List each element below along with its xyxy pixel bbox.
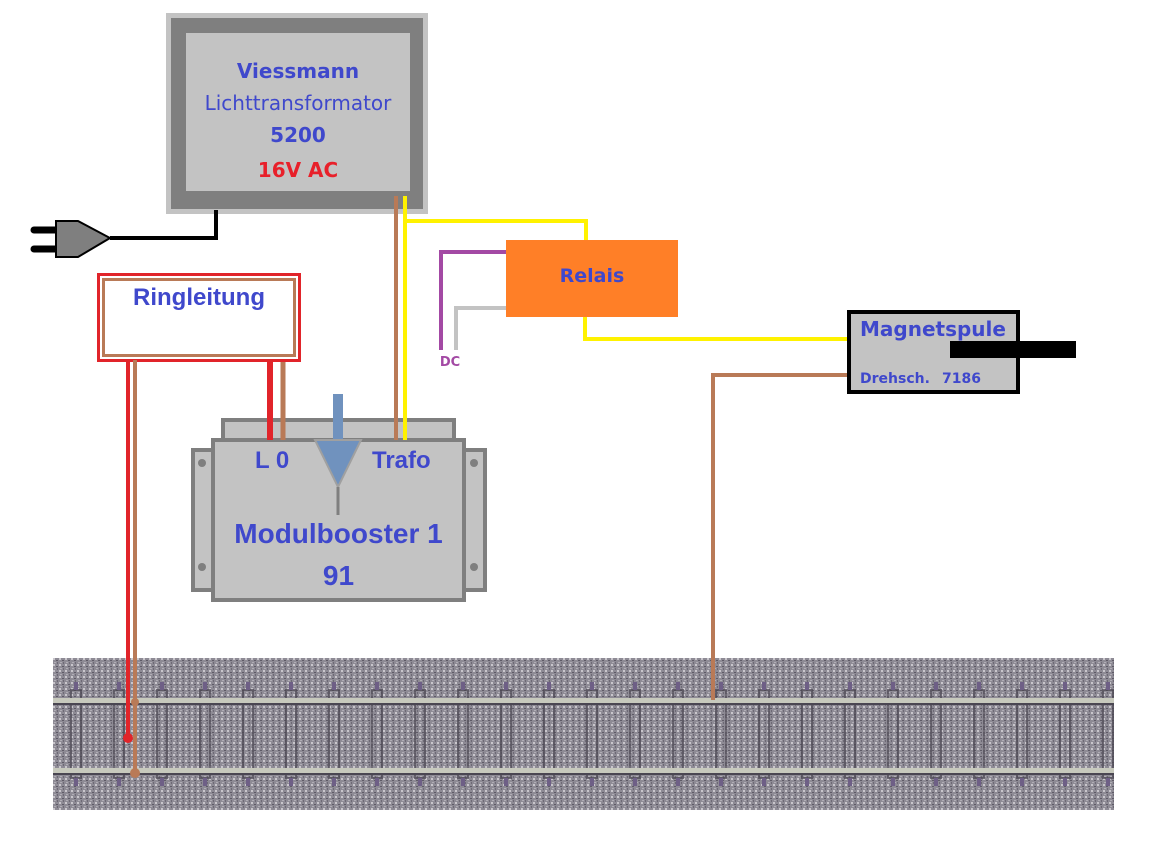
power-cable (110, 210, 218, 240)
arrow-head-icon (313, 439, 363, 490)
screw-icon (198, 563, 206, 571)
wire-yellow-relais-out (583, 310, 854, 341)
magnetspule-subtitle: Drehsch. (860, 371, 930, 387)
rail-bottom (53, 768, 1114, 773)
booster-terminal-l0: L 0 (255, 447, 290, 474)
magnetspule-number: 7186 (942, 371, 981, 387)
screw-icon (198, 459, 206, 467)
wire-gray-dc (454, 306, 514, 350)
transformer-voltage: 16V AC (257, 158, 339, 182)
track-graphic (53, 658, 1114, 810)
relais-box (506, 240, 678, 317)
arrow-shaft (333, 394, 343, 442)
track (53, 658, 1114, 810)
booster-terminal-trafo: Trafo (372, 447, 431, 474)
booster-arrow (313, 394, 363, 515)
ringleitung-label: Ringleitung (133, 284, 265, 311)
relais-label: Relais (559, 265, 625, 287)
magnetspule-title: Magnetspule (860, 317, 1006, 341)
magnetspule-plunger (950, 341, 1076, 358)
screw-icon (470, 563, 478, 571)
magnetspule-box (847, 310, 1020, 394)
transformer-label-panel (186, 33, 410, 191)
transformer-name: Lichttransformator (204, 91, 392, 115)
wire-brown-magnetspule (711, 373, 854, 700)
screw-icon (470, 459, 478, 467)
booster-name: Modulbooster 1 (234, 518, 443, 549)
transformer-model: 5200 (270, 123, 326, 147)
dc-label: DC (439, 355, 461, 370)
rail-top (53, 698, 1114, 703)
booster-number: 91 (322, 560, 355, 591)
ringleitung-box (97, 273, 301, 362)
power-plug-icon (30, 220, 113, 258)
wire-purple-dc (439, 250, 514, 350)
transformer-brand: Viessmann (236, 59, 360, 83)
